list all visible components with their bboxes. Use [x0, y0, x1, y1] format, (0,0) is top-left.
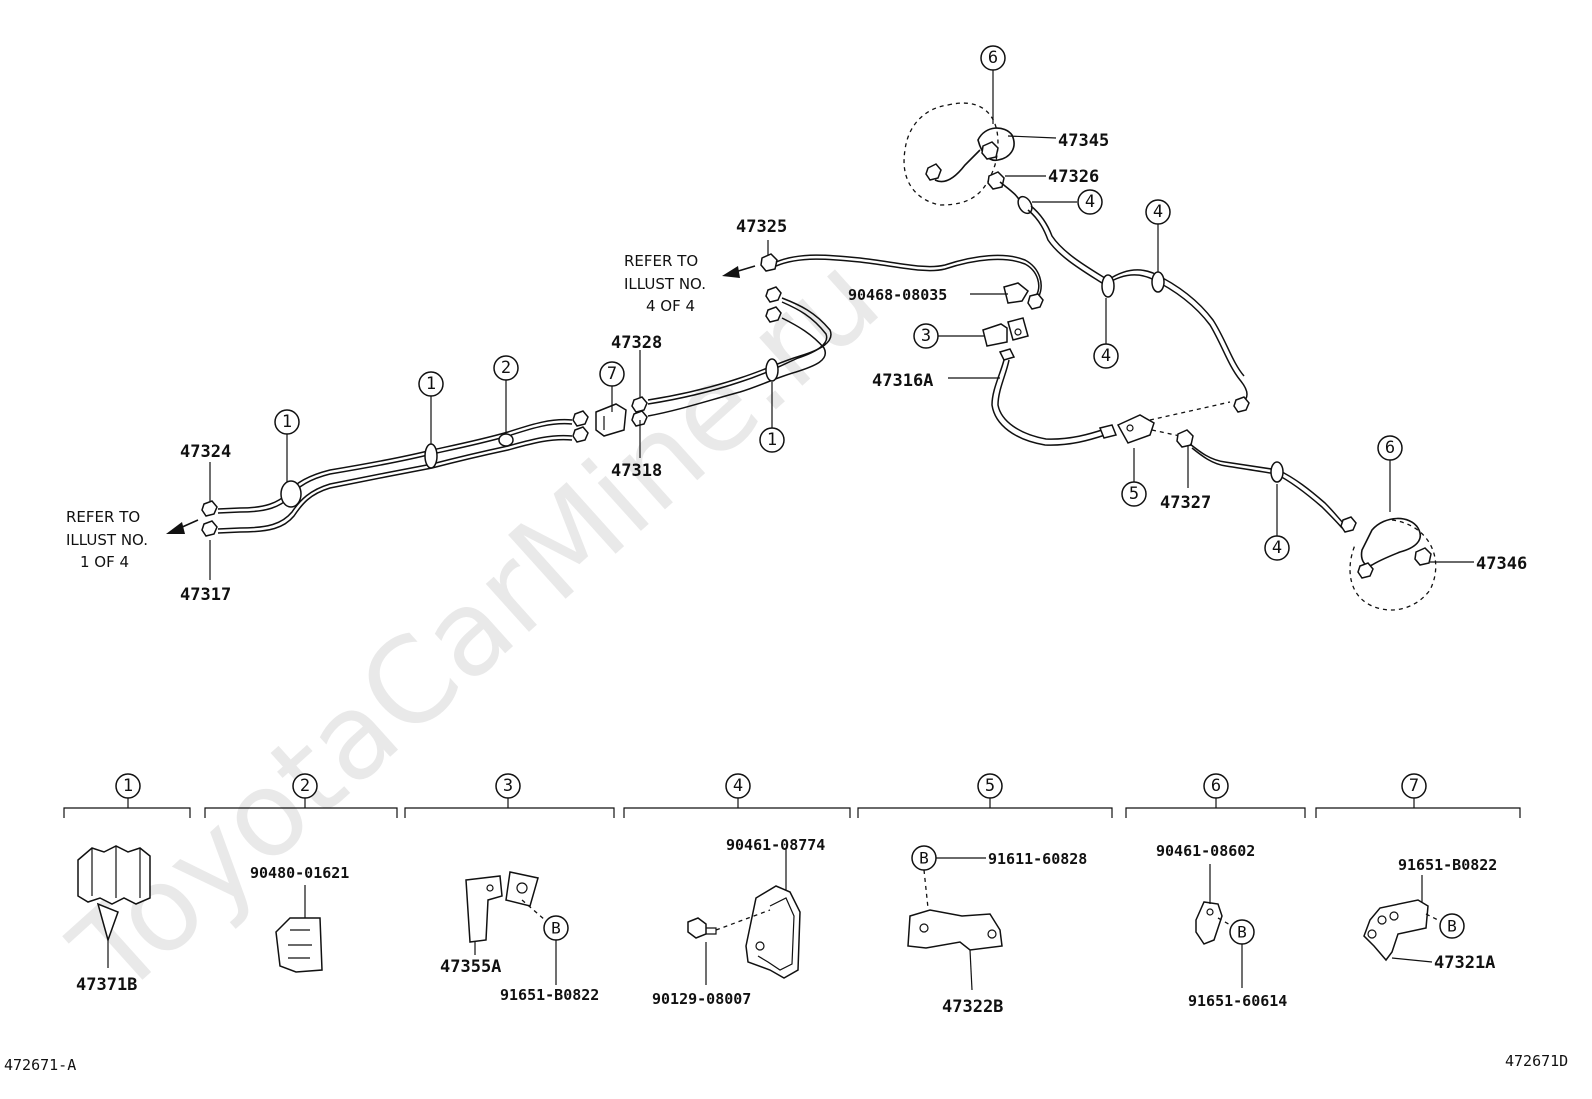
svg-text:ILLUST NO.: ILLUST NO. — [66, 531, 148, 549]
rear-tube-right — [1027, 205, 1250, 413]
svg-text:47371B: 47371B — [76, 975, 137, 995]
svg-text:1 OF 4: 1 OF 4 — [80, 553, 129, 571]
svg-text:6: 6 — [1385, 438, 1395, 458]
svg-text:1: 1 — [426, 374, 436, 394]
label-47327: 47327 — [1160, 493, 1211, 513]
svg-text:5: 5 — [985, 776, 995, 796]
svg-text:6: 6 — [1211, 776, 1221, 796]
svg-text:B: B — [919, 849, 929, 868]
svg-text:7: 7 — [1409, 776, 1419, 796]
tube-47327 — [1176, 429, 1357, 533]
svg-text:REFER TO: REFER TO — [66, 508, 140, 526]
leader-lines — [209, 70, 1474, 580]
label-47318: 47318 — [611, 461, 662, 481]
bracket-47321a-fitted — [595, 403, 627, 437]
footer-right-code: 472671D — [1505, 1052, 1568, 1070]
svg-text:91611-60828: 91611-60828 — [988, 850, 1087, 868]
svg-text:B: B — [1237, 923, 1247, 942]
label-47324: 47324 — [180, 442, 231, 462]
legend-part-2: 90480-01621 — [250, 864, 349, 973]
svg-text:1: 1 — [123, 776, 133, 796]
legend-brackets: 1 2 3 4 5 6 7 — [63, 773, 1521, 818]
svg-text:4: 4 — [733, 776, 743, 796]
legend-part-6: B 90461-08602 91651-60614 — [1156, 842, 1287, 1010]
label-47328: 47328 — [611, 333, 662, 353]
tubes-mid — [631, 286, 832, 427]
footer-left-code: 472671-A — [4, 1056, 76, 1074]
svg-text:90461-08774: 90461-08774 — [726, 836, 825, 854]
svg-text:91651-B0822: 91651-B0822 — [1398, 856, 1497, 874]
svg-text:3: 3 — [921, 326, 931, 346]
tube-47325 — [760, 253, 1044, 310]
svg-text:90129-08007: 90129-08007 — [652, 990, 751, 1008]
label-90468-08035: 90468-08035 — [848, 286, 947, 304]
svg-text:1: 1 — [767, 430, 777, 450]
svg-text:5: 5 — [1129, 484, 1139, 504]
svg-text:6: 6 — [988, 48, 998, 68]
legend-part-1: 47371B — [76, 845, 151, 995]
svg-text:91651-60614: 91651-60614 — [1188, 992, 1287, 1010]
part-labels: 47345 47326 47325 90468-08035 47316A 473… — [180, 131, 1527, 605]
legend-part-3: B 47355A 91651-B0822 — [440, 871, 599, 1004]
svg-text:47355A: 47355A — [440, 957, 501, 977]
refer-arrow-icon — [166, 265, 756, 534]
front-brake-assembly — [903, 102, 1033, 215]
tubes-left — [201, 410, 589, 537]
label-47325: 47325 — [736, 217, 787, 237]
legend-part-4: 90461-08774 90129-08007 — [652, 836, 825, 1008]
svg-text:4: 4 — [1153, 202, 1163, 222]
label-47326: 47326 — [1048, 167, 1099, 187]
svg-text:2: 2 — [300, 776, 310, 796]
rear-brake-assembly — [1349, 517, 1437, 611]
svg-text:90480-01621: 90480-01621 — [250, 864, 349, 882]
callout-circles: 6 4 4 4 3 7 1 2 1 1 5 4 6 — [274, 45, 1403, 561]
svg-text:4: 4 — [1272, 538, 1282, 558]
label-47346: 47346 — [1476, 554, 1527, 574]
svg-text:47321A: 47321A — [1434, 953, 1495, 973]
svg-text:90461-08602: 90461-08602 — [1156, 842, 1255, 860]
svg-text:91651-B0822: 91651-B0822 — [500, 986, 599, 1004]
svg-text:47322B: 47322B — [942, 997, 1003, 1017]
three-way-joint — [1116, 401, 1231, 444]
legend-part-7: B 91651-B0822 47321A — [1363, 856, 1497, 973]
svg-text:ILLUST NO.: ILLUST NO. — [624, 275, 706, 293]
svg-text:4 OF 4: 4 OF 4 — [646, 297, 695, 315]
svg-text:B: B — [551, 919, 561, 938]
refer-note-upper: REFER TO ILLUST NO. 4 OF 4 — [624, 252, 706, 315]
svg-text:7: 7 — [607, 364, 617, 384]
svg-text:4: 4 — [1085, 192, 1095, 212]
svg-text:REFER TO: REFER TO — [624, 252, 698, 270]
legend-part-5: B 91611-60828 47322B — [907, 845, 1087, 1017]
svg-text:3: 3 — [503, 776, 513, 796]
svg-text:4: 4 — [1101, 346, 1111, 366]
svg-text:2: 2 — [501, 358, 511, 378]
svg-text:1: 1 — [282, 412, 292, 432]
label-47345: 47345 — [1058, 131, 1109, 151]
refer-note-lower: REFER TO ILLUST NO. 1 OF 4 — [66, 508, 148, 571]
bracket-47355a-fitted — [982, 317, 1029, 361]
label-47317: 47317 — [180, 585, 231, 605]
flex-hose-47316a — [991, 359, 1118, 446]
label-47316a: 47316A — [872, 371, 933, 391]
svg-text:B: B — [1447, 917, 1457, 936]
